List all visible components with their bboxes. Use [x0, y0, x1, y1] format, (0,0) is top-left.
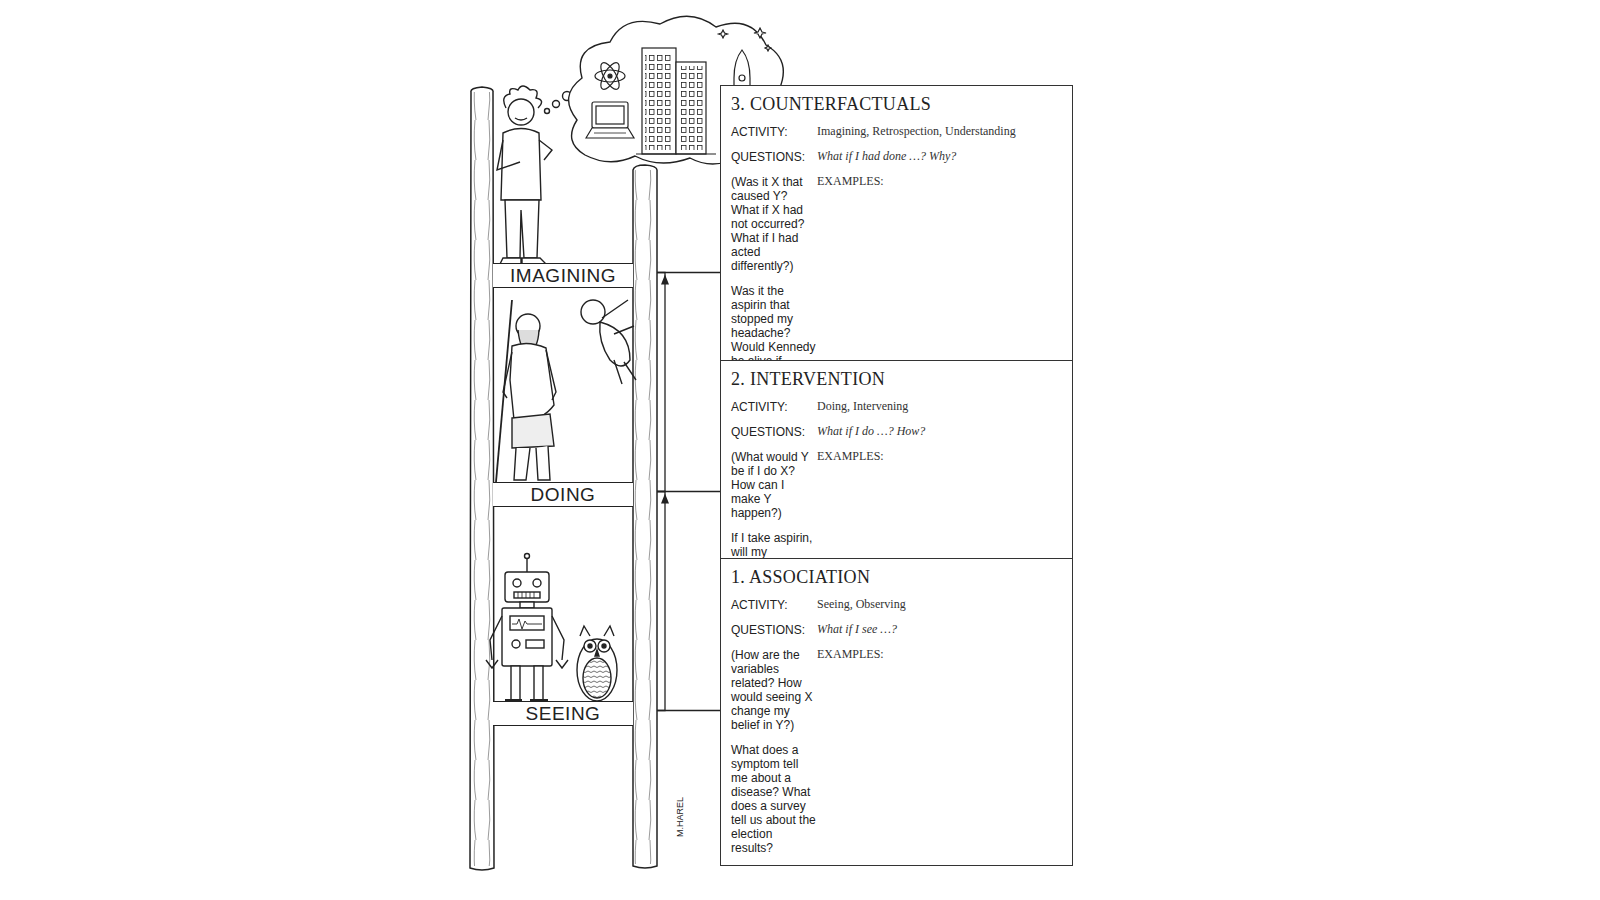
- robot-figure: [486, 554, 568, 701]
- baby-figure: [581, 300, 636, 384]
- row-label: ACTIVITY:: [731, 399, 817, 414]
- ladder-rung: IMAGINING: [493, 263, 633, 288]
- box-rows: ACTIVITY:Seeing, ObservingQUESTIONS:What…: [731, 597, 1062, 855]
- ladder-poles: [470, 87, 657, 870]
- rung-label: SEEING: [526, 704, 601, 724]
- ladder-rung: DOING: [493, 482, 633, 507]
- row-text: EXAMPLES:: [817, 174, 1062, 273]
- row-text: EXAMPLES:: [817, 647, 1062, 732]
- thinker-figure: [497, 86, 552, 264]
- rung-label: DOING: [531, 485, 596, 505]
- row-text: EXAMPLES:: [817, 449, 1062, 520]
- row-label: (What would Y be if I do X? How can I ma…: [731, 449, 817, 520]
- row-text: Seeing, Observing: [817, 597, 1062, 612]
- row-label: (How are the variables related? How woul…: [731, 647, 817, 732]
- box-heading: 3. COUNTERFACTUALS: [731, 94, 1062, 115]
- arrowhead: [661, 275, 669, 285]
- box-heading: 2. INTERVENTION: [731, 369, 1062, 390]
- row-text: Imagining, Retrospection, Understanding: [817, 124, 1062, 139]
- row-text: Doing, Intervening: [817, 399, 1062, 414]
- row-text: What if I do …? How?: [817, 424, 1062, 439]
- row-label: ACTIVITY:: [731, 597, 817, 612]
- row-label: (Was it X that caused Y? What if X had n…: [731, 174, 817, 273]
- caveman-figure: [496, 300, 556, 482]
- artist-signature: M.HAREL: [675, 797, 685, 837]
- row-label: QUESTIONS:: [731, 424, 817, 439]
- row-label: QUESTIONS:: [731, 622, 817, 637]
- row-label: ACTIVITY:: [731, 124, 817, 139]
- row-label: QUESTIONS:: [731, 149, 817, 164]
- row-text: What if I had done …? Why?: [817, 149, 1062, 164]
- owl-figure: [577, 626, 617, 701]
- box-heading: 1. ASSOCIATION: [731, 567, 1062, 588]
- ladder-rung: SEEING: [493, 701, 633, 726]
- rung-description-box: 1. ASSOCIATION ACTIVITY:Seeing, Observing…: [720, 558, 1073, 866]
- rung-label: IMAGINING: [510, 266, 616, 286]
- row-label: What does a symptom tell me about a dise…: [731, 742, 817, 855]
- arrowhead: [661, 494, 669, 504]
- buildings-icon: [636, 48, 716, 154]
- laptop-icon: [586, 102, 634, 138]
- row-text: What if I see …?: [817, 622, 1062, 637]
- atom-icon: [595, 60, 625, 92]
